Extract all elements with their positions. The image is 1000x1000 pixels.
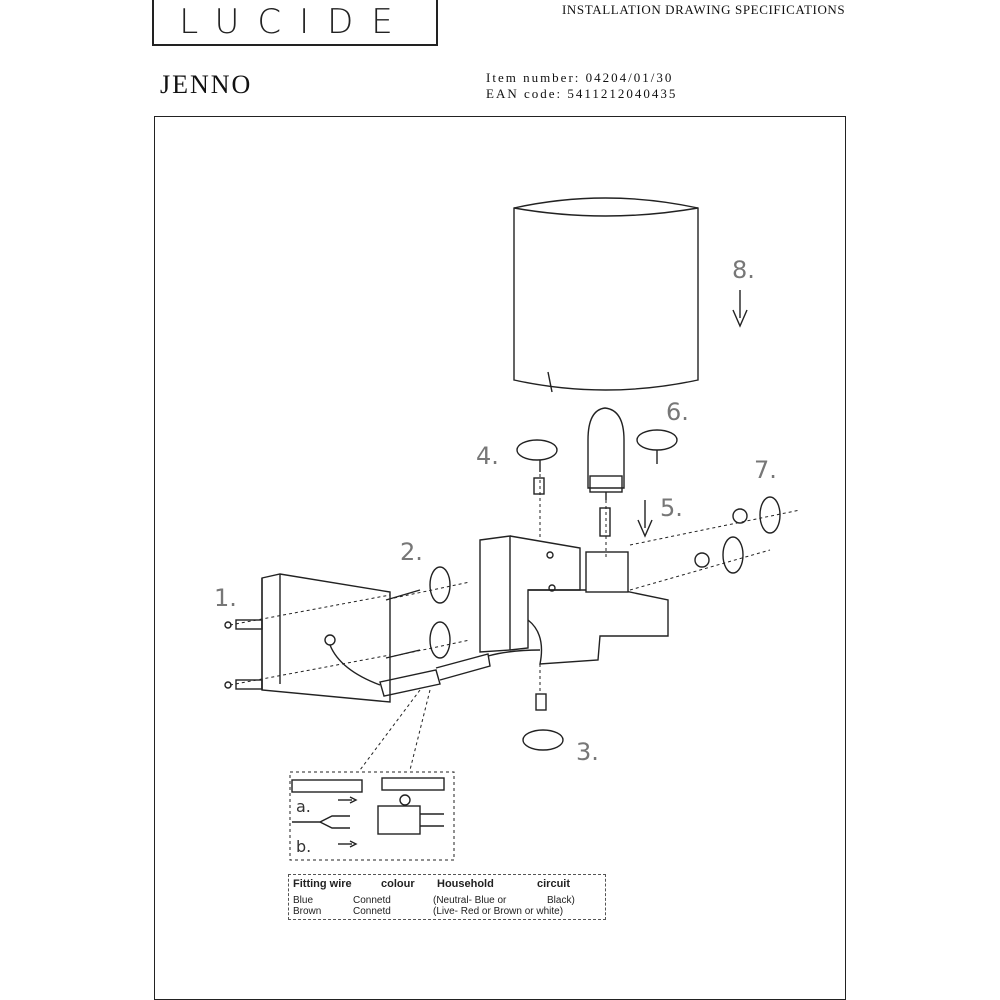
brand-logo: LUCIDE — [152, 0, 438, 46]
table-cell: (Live- Red or Brown or white) — [433, 906, 564, 917]
arrow-down-icon — [732, 290, 748, 328]
table-header: Fitting wire — [293, 878, 352, 890]
item-number: Item number: 04204/01/30 — [486, 70, 674, 85]
table-header: colour — [381, 878, 415, 890]
bulb — [587, 407, 625, 500]
product-name: JENNO — [160, 70, 253, 99]
mounting-plate — [261, 573, 391, 703]
brand-logo-text: LUCIDE — [179, 2, 411, 42]
document-title: INSTALLATION DRAWING SPECIFICATIONS — [562, 2, 846, 17]
table-cell: Blue — [293, 895, 314, 906]
step-label: 5. — [660, 494, 683, 522]
wiring-detail — [289, 771, 455, 861]
step-label: 7. — [754, 456, 777, 484]
rotate-arrow-icon — [429, 566, 451, 604]
rotate-arrow-icon — [636, 429, 678, 464]
table-header: Household — [437, 878, 494, 890]
wall-plug-icon — [224, 619, 263, 690]
lamp-body — [479, 535, 669, 665]
rotate-arrow-icon — [522, 729, 564, 751]
step-label: 6. — [666, 398, 689, 426]
step-label: 4. — [476, 442, 499, 470]
table-header: circuit — [537, 878, 571, 890]
rotate-arrow-icon — [759, 496, 781, 534]
rotate-arrow-icon — [516, 439, 558, 472]
table-cell: Connetd — [353, 895, 391, 906]
screw-icon — [533, 477, 748, 711]
sub-step-label: b. — [296, 837, 311, 856]
screw-icon — [385, 589, 421, 659]
rotate-arrow-icon — [722, 536, 744, 574]
table-cell: (Neutral- Blue or — [433, 895, 507, 906]
table-cell: Black) — [547, 895, 575, 906]
terminal-block — [379, 649, 541, 697]
step-label: 3. — [576, 738, 599, 766]
step-label: 2. — [400, 538, 423, 566]
table-cell: Brown — [293, 906, 322, 917]
lamp-shade — [513, 197, 699, 393]
guide-line — [229, 474, 801, 771]
table-cell: Connetd — [353, 906, 391, 917]
ean-code: EAN code: 5411212040435 — [486, 86, 678, 101]
g9-bulb — [599, 507, 611, 537]
step-label: 1. — [214, 584, 237, 612]
sub-step-label: a. — [296, 797, 311, 816]
step-label: 8. — [732, 256, 755, 284]
rotate-arrow-icon — [429, 621, 451, 659]
wiring-table: Fitting wire colour Household circuit Bl… — [288, 874, 606, 920]
arrow-down-icon — [637, 500, 653, 538]
